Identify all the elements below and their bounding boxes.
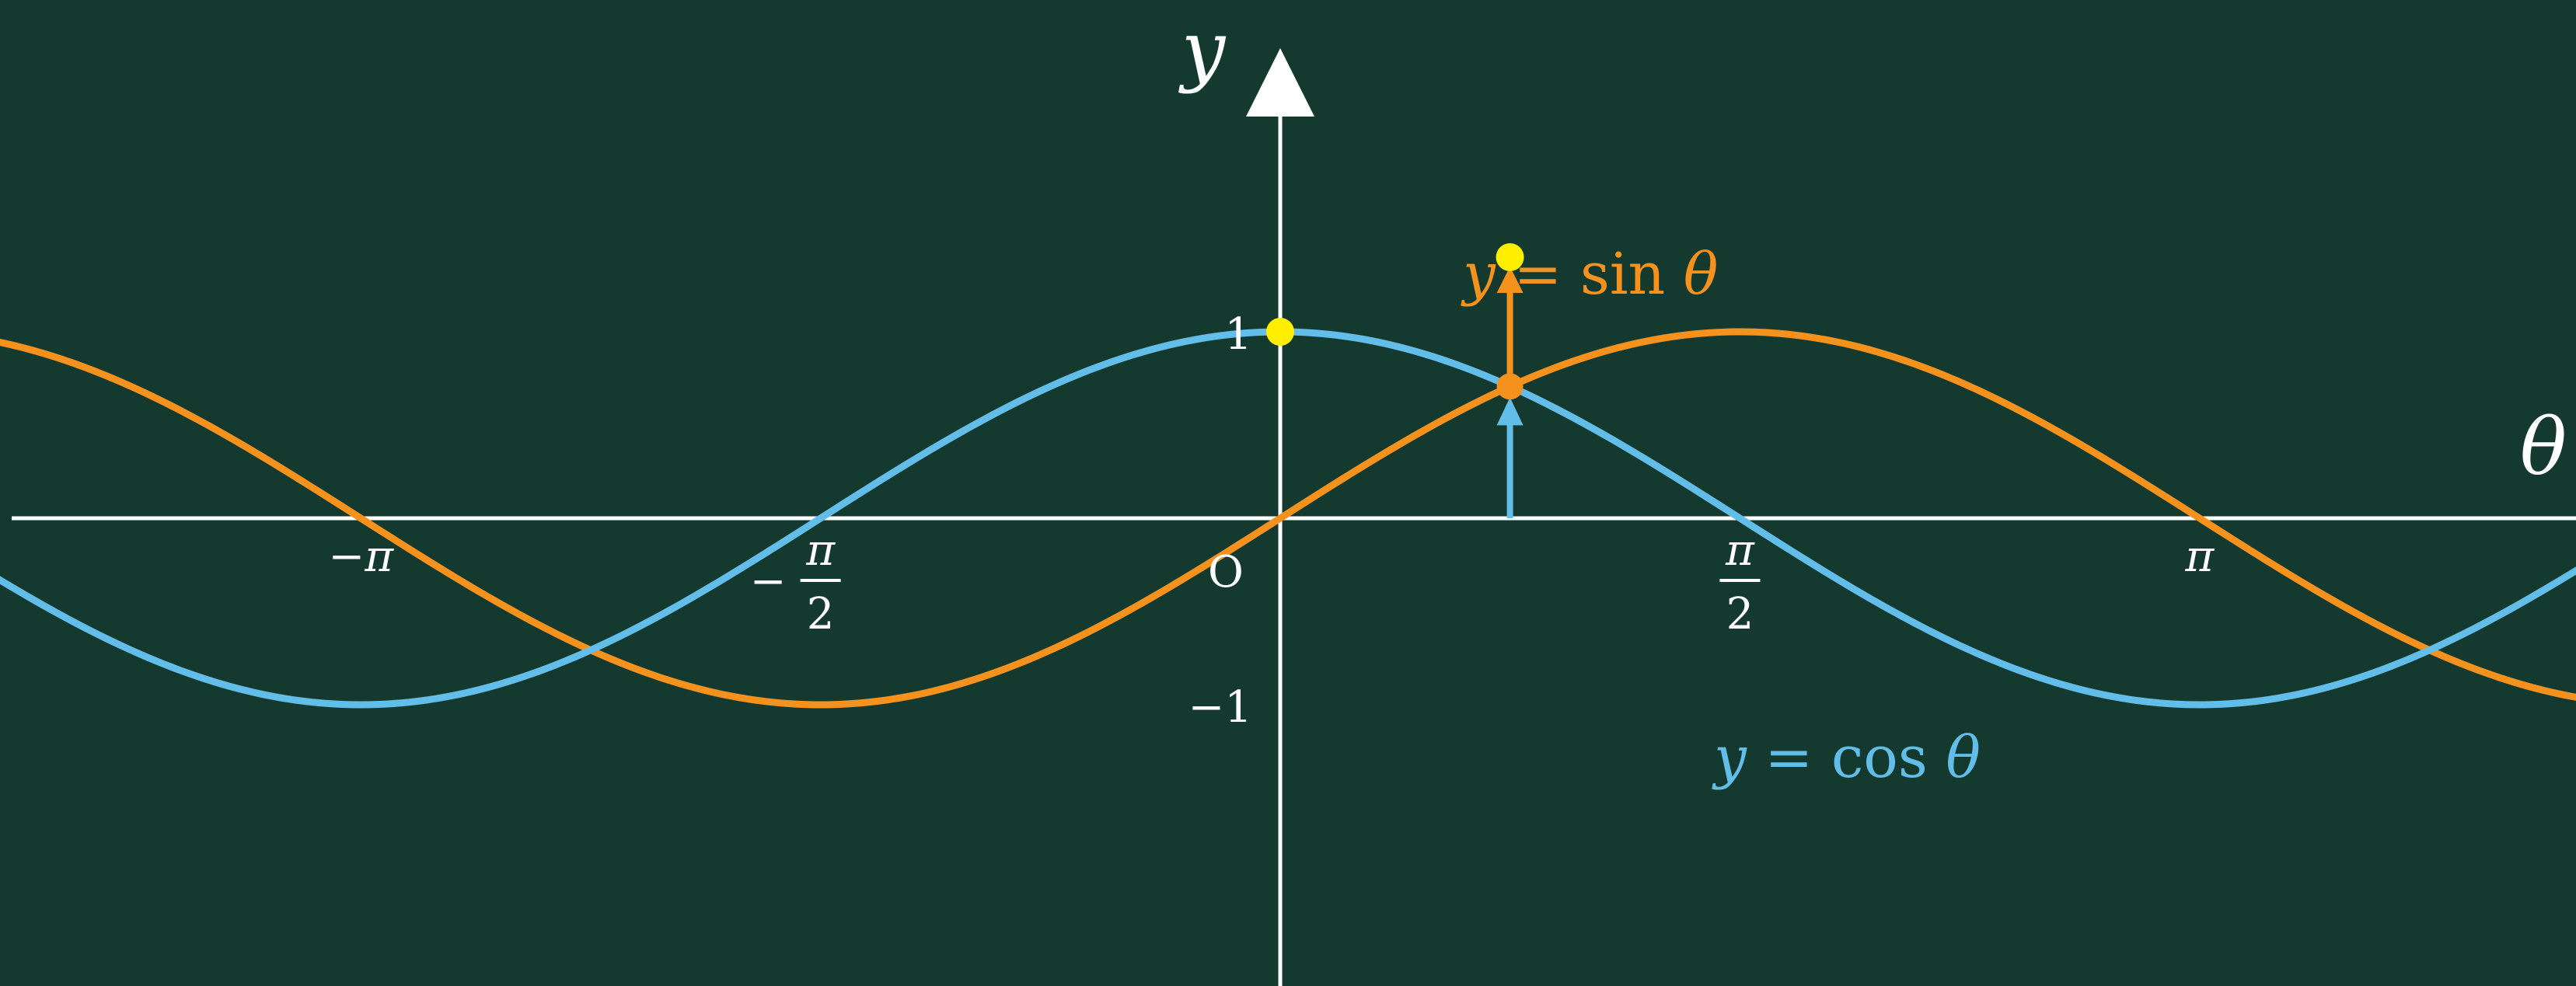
y-tick-label: 1 xyxy=(1224,309,1252,360)
x-tick-label: −π xyxy=(328,531,394,582)
x-tick-numerator: π xyxy=(1725,525,1755,576)
x-axis-title: θ xyxy=(2520,402,2567,493)
y-tick-label: −1 xyxy=(1188,682,1252,733)
cos-marker-point xyxy=(1266,318,1294,346)
x-tick-denominator: 2 xyxy=(1726,589,1754,639)
sin-curve-label: y = sin θ xyxy=(1461,241,1718,308)
sin-marker-point xyxy=(1496,243,1524,271)
intersection-point xyxy=(1496,373,1524,400)
y-axis-title: y xyxy=(1178,4,1227,95)
origin-label: O xyxy=(1208,547,1244,598)
x-tick-denominator: 2 xyxy=(807,589,835,639)
series-line-sin xyxy=(0,328,2576,709)
plot-area: yθ−2π32−π−ππ2−π2π32π2π1−1Oy = sin θy = c… xyxy=(0,4,2576,986)
cos-curve-label: y = cos θ xyxy=(1712,724,1981,791)
x-tick-sign: − xyxy=(750,556,787,607)
y-axis-arrowhead xyxy=(1246,48,1314,117)
series-line-cos xyxy=(0,328,2576,709)
x-tick-label: π xyxy=(2184,531,2215,582)
x-tick-numerator: π xyxy=(805,525,836,576)
sin-value-arrowhead xyxy=(1496,267,1524,293)
cos-value-arrowhead xyxy=(1496,397,1524,426)
